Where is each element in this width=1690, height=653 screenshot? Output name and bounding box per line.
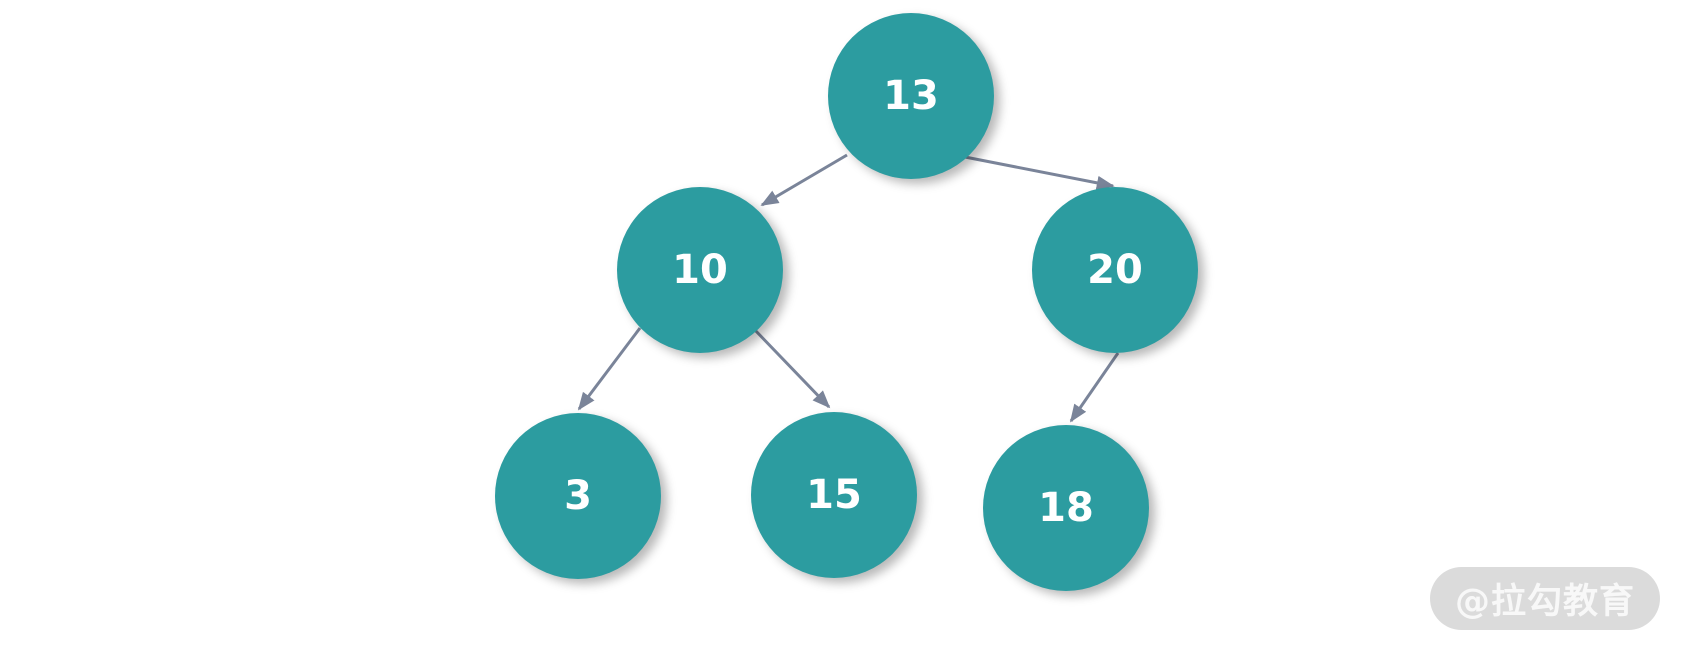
tree-edge-10-3 [577, 327, 642, 411]
tree-node-label: 10 [672, 247, 728, 293]
tree-edge-20-18 [1069, 352, 1120, 423]
tree-edge-13-20 [964, 155, 1115, 190]
tree-edge-10-15 [751, 326, 831, 409]
tree-edge-13-10 [760, 153, 848, 207]
watermark-badge: @拉勾教育 [1430, 567, 1660, 630]
tree-node-label: 20 [1087, 247, 1143, 293]
tree-node-20: 20 [1032, 187, 1198, 353]
watermark-label: @拉勾教育 [1454, 582, 1635, 622]
tree-node-label: 15 [806, 472, 862, 518]
tree-node-label: 3 [564, 473, 592, 519]
tree-node-3: 3 [495, 413, 661, 579]
tree-node-label: 13 [883, 73, 939, 119]
tree-node-10: 10 [617, 187, 783, 353]
tree-node-label: 18 [1038, 485, 1094, 531]
tree-node-18: 18 [983, 425, 1149, 591]
tree-node-15: 15 [751, 412, 917, 578]
tree-node-13: 13 [828, 13, 994, 179]
